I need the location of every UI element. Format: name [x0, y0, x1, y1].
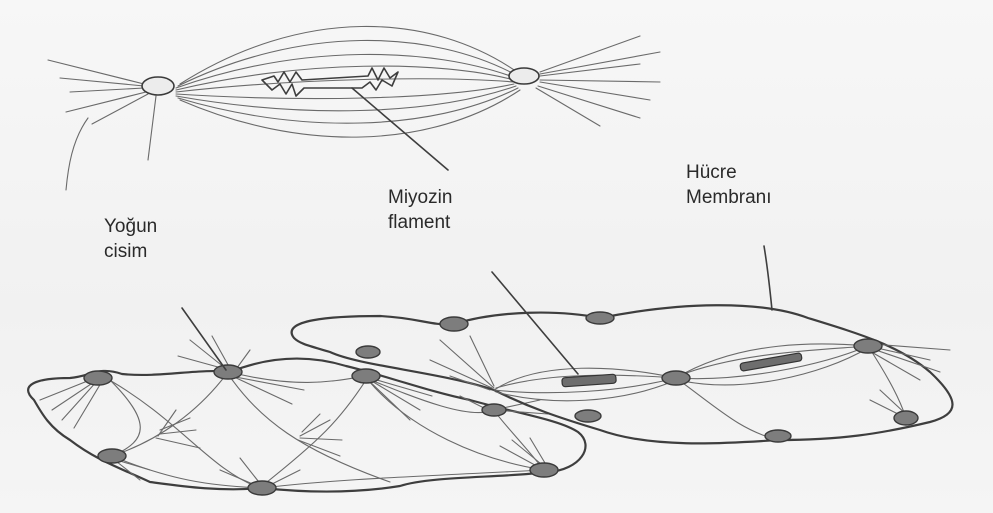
label-dense-body-line-1: Yoğun	[104, 214, 157, 239]
myosin-filament-top	[262, 68, 398, 96]
label-myosin-line-1: Miyozin	[388, 185, 452, 210]
cell-left	[28, 308, 585, 495]
dense-body-top-left	[142, 77, 174, 95]
label-myosin-filament: Miyozin flament	[388, 185, 452, 235]
dense-body	[662, 371, 690, 385]
right-radiating-filaments	[536, 36, 660, 126]
dense-body	[854, 339, 882, 353]
dense-body	[214, 365, 242, 379]
dense-body	[530, 463, 558, 477]
dense-body	[482, 404, 506, 416]
dense-body	[894, 411, 918, 425]
dense-body	[248, 481, 276, 495]
pointer-dense-body	[182, 308, 226, 370]
label-myosin-line-2: flament	[388, 210, 452, 235]
pointer-myosin	[352, 88, 448, 170]
dense-body	[84, 371, 112, 385]
dense-body	[356, 346, 380, 358]
cell-right-membrane	[292, 305, 953, 443]
pointer-membrane	[764, 246, 772, 310]
dense-body	[765, 430, 791, 442]
contractile-unit-top	[48, 26, 660, 190]
filament-stem	[66, 118, 88, 190]
label-membrane-line-2: Membranı	[686, 185, 772, 210]
cell-right-filaments	[494, 344, 906, 440]
cell-right	[292, 246, 953, 443]
cell-left-filaments	[106, 372, 544, 488]
dense-body	[440, 317, 468, 331]
dense-body	[352, 369, 380, 383]
actin-filament-bundle	[176, 26, 520, 137]
dense-body	[586, 312, 614, 324]
left-radiating-filaments	[48, 60, 156, 160]
label-cell-membrane: Hücre Membranı	[686, 160, 772, 210]
dense-body	[575, 410, 601, 422]
label-dense-body-line-2: cisim	[104, 239, 157, 264]
label-membrane-line-1: Hücre	[686, 160, 772, 185]
pointer-myosin-cell	[492, 272, 578, 374]
dense-body-top-right	[509, 68, 539, 84]
dense-body	[98, 449, 126, 463]
label-dense-body: Yoğun cisim	[104, 214, 157, 264]
